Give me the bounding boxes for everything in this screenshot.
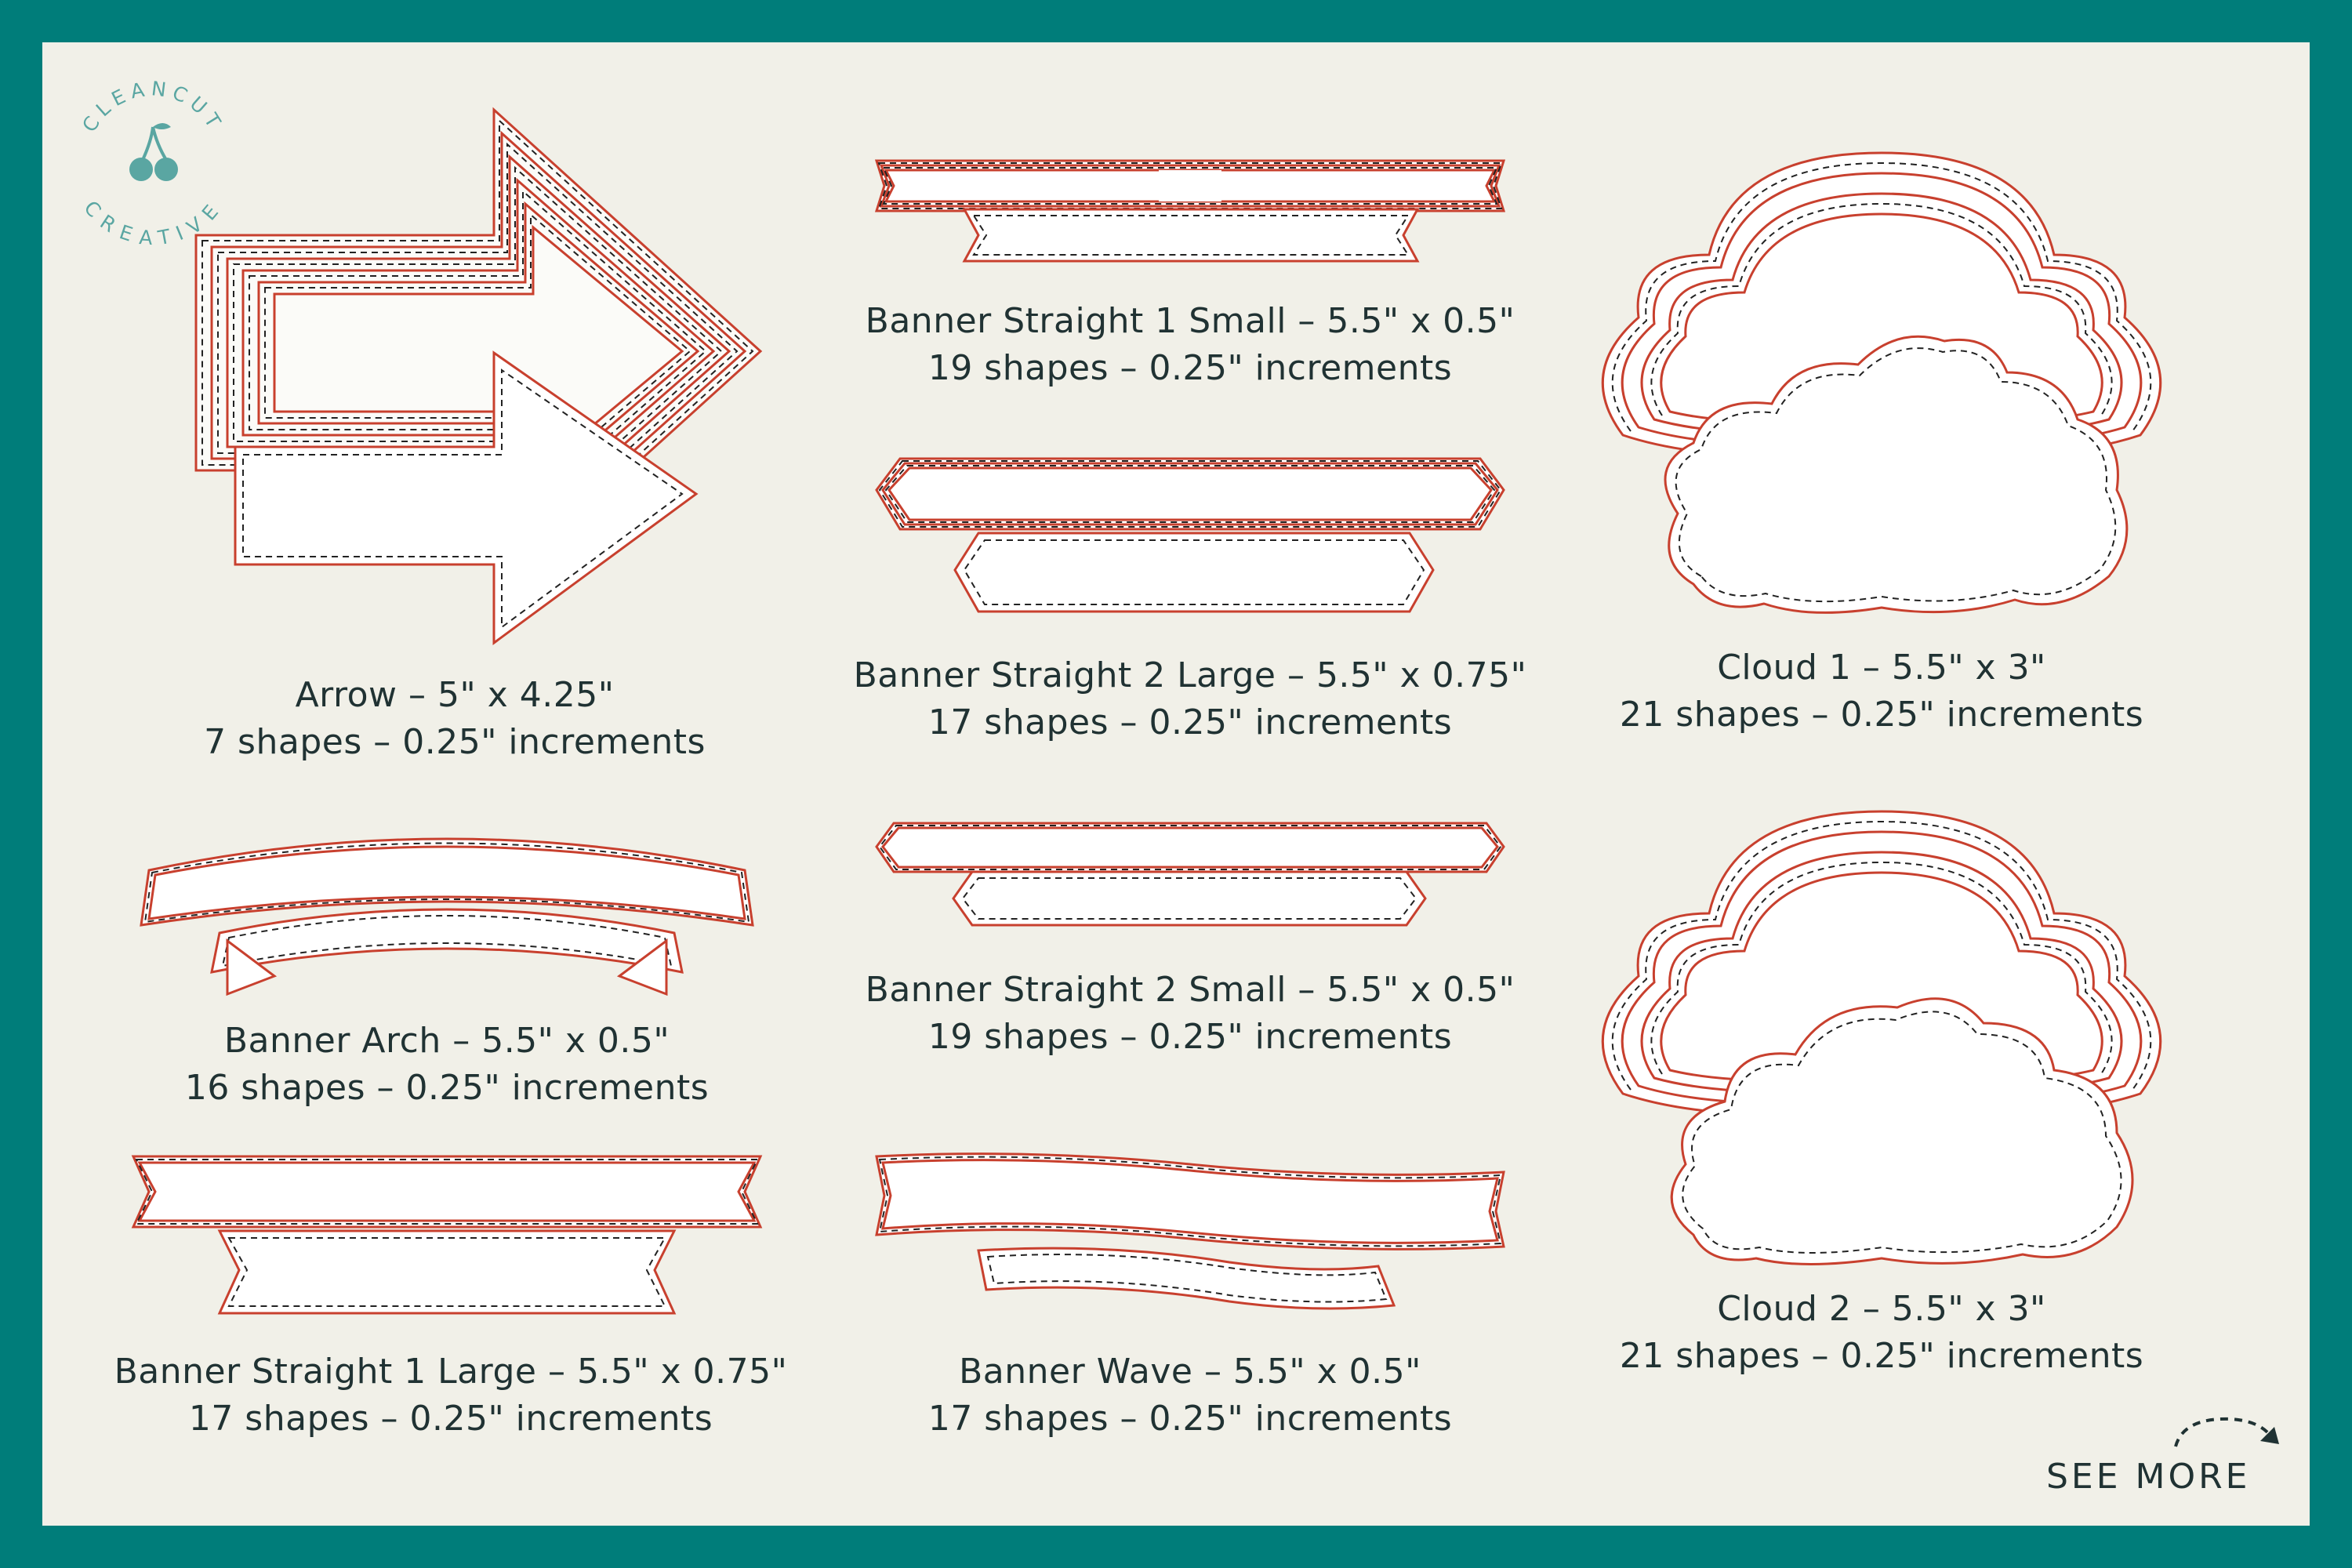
caption-banner-straight-2-large: Banner Straight 2 Large – 5.5" x 0.75" 1… xyxy=(837,652,1543,746)
banner-arch-stack xyxy=(140,837,754,996)
caption-banner-arch: Banner Arch – 5.5" x 0.5" 16 shapes – 0.… xyxy=(133,1018,760,1112)
caption-banner-wave: Banner Wave – 5.5" x 0.5" 17 shapes – 0.… xyxy=(837,1348,1543,1443)
caption-title: Arrow – 5" x 4.25" xyxy=(295,675,615,715)
caption-subtitle: 17 shapes – 0.25" increments xyxy=(927,702,1453,742)
caption-arrow: Arrow – 5" x 4.25" 7 shapes – 0.25" incr… xyxy=(141,672,768,766)
caption-subtitle: 17 shapes – 0.25" increments xyxy=(188,1399,713,1439)
caption-title: Cloud 1 – 5.5" x 3" xyxy=(1717,648,2046,688)
caption-banner-straight-2-small: Banner Straight 2 Small – 5.5" x 0.5" 19… xyxy=(837,967,1543,1061)
caption-title: Banner Straight 2 Small – 5.5" x 0.5" xyxy=(865,970,1515,1010)
caption-subtitle: 19 shapes – 0.25" increments xyxy=(927,348,1453,388)
caption-title: Banner Arch – 5.5" x 0.5" xyxy=(223,1021,670,1061)
arrow-shape-stack xyxy=(194,107,763,645)
cloud-2-stack xyxy=(1601,810,2162,1265)
caption-subtitle: 7 shapes – 0.25" increments xyxy=(204,722,706,762)
caption-subtitle: 17 shapes – 0.25" increments xyxy=(927,1399,1453,1439)
caption-cloud-2: Cloud 2 – 5.5" x 3" 21 shapes – 0.25" in… xyxy=(1568,1286,2195,1380)
caption-cloud-1: Cloud 1 – 5.5" x 3" 21 shapes – 0.25" in… xyxy=(1568,644,2195,739)
cleancut-creative-logo: CLEANCUT CREATIVE xyxy=(78,77,223,250)
caption-subtitle: 19 shapes – 0.25" increments xyxy=(927,1017,1453,1057)
see-more-link[interactable]: SEE MORE xyxy=(2046,1457,2251,1497)
caption-subtitle: 21 shapes – 0.25" increments xyxy=(1619,1336,2144,1376)
banner-straight-1-large-stack xyxy=(131,1155,763,1315)
caption-subtitle: 16 shapes – 0.25" increments xyxy=(184,1068,710,1108)
cloud-1-stack xyxy=(1601,151,2162,614)
caption-subtitle: 21 shapes – 0.25" increments xyxy=(1619,695,2144,735)
caption-title: Banner Straight 2 Large – 5.5" x 0.75" xyxy=(853,655,1527,695)
banner-straight-2-large-stack xyxy=(875,457,1505,613)
caption-title: Banner Wave – 5.5" x 0.5" xyxy=(959,1352,1421,1392)
banner-wave-stack xyxy=(875,1152,1505,1310)
banner-straight-1-small-stack xyxy=(874,159,1506,263)
cherry-icon xyxy=(129,123,178,181)
caption-title: Banner Straight 1 Small – 5.5" x 0.5" xyxy=(865,301,1515,341)
caption-title: Cloud 2 – 5.5" x 3" xyxy=(1717,1289,2046,1329)
banner-straight-2-small-stack xyxy=(875,822,1505,927)
curved-arrow-icon xyxy=(2174,1417,2279,1447)
caption-title: Banner Straight 1 Large – 5.5" x 0.75" xyxy=(114,1352,788,1392)
caption-banner-straight-1-large: Banner Straight 1 Large – 5.5" x 0.75" 1… xyxy=(94,1348,808,1443)
caption-banner-straight-1-small: Banner Straight 1 Small – 5.5" x 0.5" 19… xyxy=(837,298,1543,392)
